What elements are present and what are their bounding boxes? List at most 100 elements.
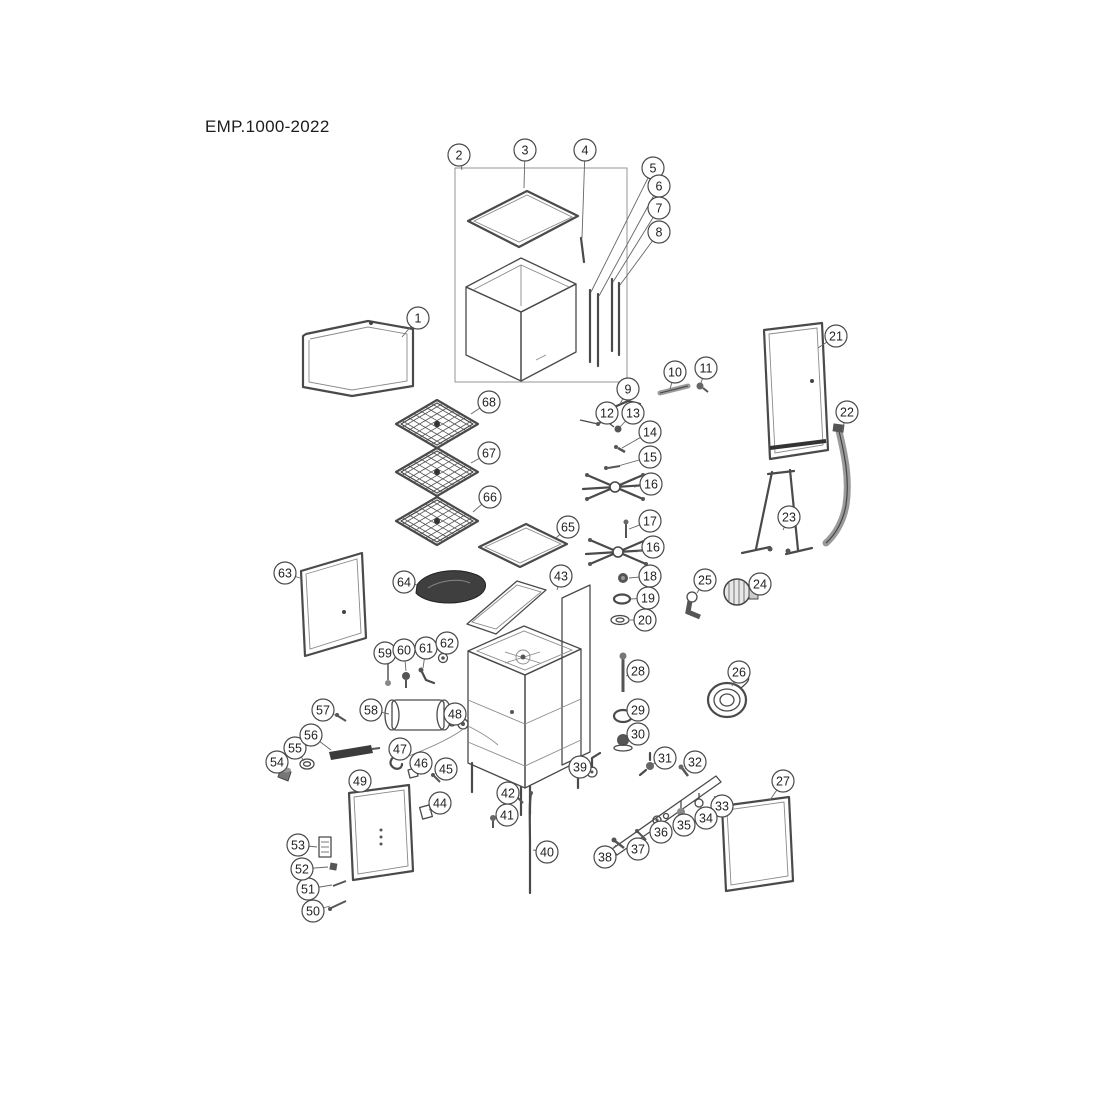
svg-text:32: 32 <box>688 756 702 770</box>
callout-46: 46 <box>409 751 433 775</box>
svg-text:15: 15 <box>643 451 657 465</box>
callout-14: 14 <box>638 420 662 444</box>
part-37-screw <box>635 829 647 841</box>
svg-text:49: 49 <box>353 775 367 789</box>
callout-21: 21 <box>824 324 848 348</box>
svg-text:59: 59 <box>378 647 392 661</box>
callout-60: 60 <box>392 638 416 662</box>
svg-text:24: 24 <box>753 578 767 592</box>
part-23-frame <box>740 468 814 556</box>
callout-25: 25 <box>693 568 717 592</box>
svg-text:31: 31 <box>658 752 672 766</box>
callout-62: 62 <box>435 631 459 655</box>
svg-text:57: 57 <box>316 704 330 718</box>
callout-3: 3 <box>513 138 537 162</box>
svg-text:21: 21 <box>829 330 843 344</box>
callout-24: 24 <box>748 572 772 596</box>
part-32-bolt <box>678 764 689 777</box>
part-17-screw <box>623 519 629 538</box>
svg-text:68: 68 <box>482 396 496 410</box>
callout-12: 12 <box>595 401 619 425</box>
svg-text:55: 55 <box>288 742 302 756</box>
callout-68: 68 <box>477 390 501 414</box>
part-28-bolt <box>619 652 627 692</box>
svg-text:2: 2 <box>456 149 463 163</box>
part-30-fitting <box>613 734 633 752</box>
part-16-spider-lower <box>584 536 652 568</box>
callout-58: 58 <box>359 698 383 722</box>
part-68-rack <box>394 398 480 450</box>
callout-61: 61 <box>414 636 438 660</box>
svg-text:54: 54 <box>270 756 284 770</box>
part-50-screw <box>328 900 347 911</box>
svg-text:67: 67 <box>482 447 496 461</box>
svg-text:61: 61 <box>419 642 433 656</box>
callout-67: 67 <box>477 441 501 465</box>
callout-32: 32 <box>683 750 707 774</box>
callout-13: 13 <box>621 401 645 425</box>
callout-26: 26 <box>727 660 751 684</box>
svg-text:58: 58 <box>364 704 378 718</box>
svg-text:50: 50 <box>306 905 320 919</box>
part-2-carton-frame <box>454 167 628 383</box>
part-63-panel <box>299 551 368 658</box>
svg-text:37: 37 <box>631 843 645 857</box>
callout-43: 43 <box>549 564 573 588</box>
callout-36: 36 <box>649 820 673 844</box>
part-18-hub <box>618 573 628 583</box>
part-57-screw <box>335 713 347 722</box>
svg-text:44: 44 <box>433 797 447 811</box>
callout-22: 22 <box>835 400 859 424</box>
callout-10: 10 <box>663 360 687 384</box>
part-22-hose <box>822 423 851 547</box>
svg-text:46: 46 <box>414 757 428 771</box>
callout-44: 44 <box>428 791 452 815</box>
svg-text:14: 14 <box>643 426 657 440</box>
callout-15: 15 <box>638 445 662 469</box>
svg-text:23: 23 <box>782 511 796 525</box>
svg-text:16: 16 <box>644 478 658 492</box>
callout-29: 29 <box>626 698 650 722</box>
part-52-clip <box>329 862 338 871</box>
part-2-box <box>465 257 577 382</box>
svg-text:7: 7 <box>656 202 663 216</box>
callout-20: 20 <box>633 608 657 632</box>
callout-33: 33 <box>710 794 734 818</box>
part-41-bolt <box>490 815 496 828</box>
svg-text:16: 16 <box>646 541 660 555</box>
svg-text:18: 18 <box>643 570 657 584</box>
callout-6: 6 <box>647 174 671 198</box>
callout-40: 40 <box>535 840 559 864</box>
part-19-ring <box>612 593 632 605</box>
svg-text:66: 66 <box>483 491 497 505</box>
callout-52: 52 <box>290 857 314 881</box>
svg-text:6: 6 <box>656 180 663 194</box>
callout-34: 34 <box>694 806 718 830</box>
callout-7: 7 <box>647 196 671 220</box>
part-5-8-strips <box>588 277 621 368</box>
callout-57: 57 <box>311 698 335 722</box>
callout-16: 16 <box>639 472 663 496</box>
callout-31: 31 <box>653 746 677 770</box>
part-44-clip <box>418 804 434 820</box>
part-48-thermostat <box>457 718 499 746</box>
svg-text:1: 1 <box>415 312 422 326</box>
svg-text:20: 20 <box>638 614 652 628</box>
svg-text:53: 53 <box>291 839 305 853</box>
callout-28: 28 <box>626 659 650 683</box>
part-66-rack <box>394 495 480 547</box>
callout-63: 63 <box>273 561 297 585</box>
svg-text:36: 36 <box>654 826 668 840</box>
part-11-bolt <box>696 382 709 393</box>
callout-48: 48 <box>443 702 467 726</box>
svg-text:40: 40 <box>540 846 554 860</box>
part-13-fitting <box>609 423 622 433</box>
svg-text:34: 34 <box>699 812 713 826</box>
callout-2: 2 <box>447 143 471 167</box>
part-60-fitting <box>402 672 410 688</box>
part-10-tube <box>657 383 691 396</box>
svg-text:4: 4 <box>582 144 589 158</box>
svg-text:39: 39 <box>573 761 587 775</box>
callout-65: 65 <box>556 515 580 539</box>
